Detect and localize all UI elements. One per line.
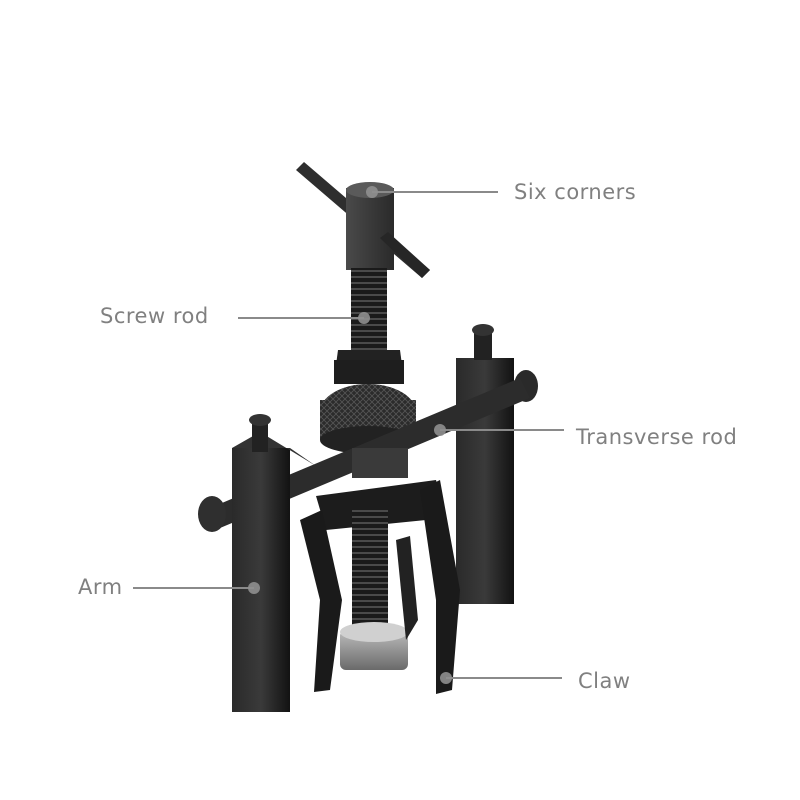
label-claw: Claw — [578, 669, 631, 693]
marker-dot-six-corners — [366, 186, 378, 198]
marker-dot-screw-rod — [358, 312, 370, 324]
label-six-corners: Six corners — [514, 180, 637, 204]
marker-dot-claw — [440, 672, 452, 684]
label-arm: Arm — [78, 575, 123, 599]
leader-line-screw-rod — [238, 317, 364, 319]
leader-line-six-corners — [372, 191, 498, 193]
label-screw-rod: Screw rod — [100, 304, 209, 328]
marker-dot-transverse-rod — [434, 424, 446, 436]
hex-head — [346, 182, 394, 270]
leader-line-arm — [133, 587, 254, 589]
label-transverse-rod: Transverse rod — [576, 425, 738, 449]
marker-dot-arm — [248, 582, 260, 594]
leader-line-transverse-rod — [440, 429, 564, 431]
leader-line-claw — [446, 677, 562, 679]
